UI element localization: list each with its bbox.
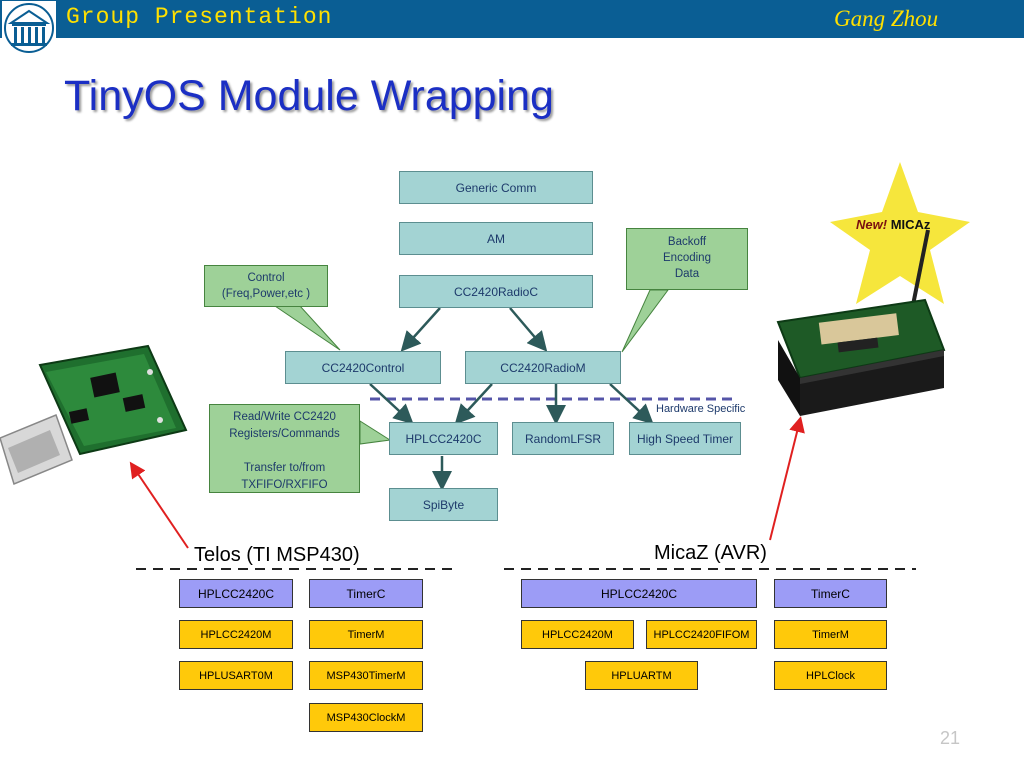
slide-title: TinyOS Module Wrapping	[64, 72, 554, 120]
telos-hplcc2420c-box: HPLCC2420C	[179, 579, 293, 608]
rw-note-line4: TXFIFO/RXFIFO	[241, 479, 328, 491]
micaz-hplcc2420fifom-box: HPLCC2420FIFOM	[646, 620, 757, 649]
telos-timerc-box: TimerC	[309, 579, 423, 608]
telos-board-image	[0, 344, 188, 486]
randomlfsr-box: RandomLFSR	[512, 422, 614, 455]
rw-note-line2: Registers/Commands	[229, 428, 340, 440]
backoff-note-line3: Data	[674, 268, 700, 280]
rw-note-line1: Read/Write CC2420	[233, 411, 336, 423]
spibyte-box: SpiByte	[389, 488, 498, 521]
header-bar	[0, 0, 1024, 38]
arrow-radioc-radiom	[509, 307, 548, 352]
telos-label: Telos (TI MSP430)	[194, 544, 360, 566]
micaz-timerc-box: TimerC	[774, 579, 887, 608]
backoff-note-line2: Encoding	[663, 252, 711, 264]
arrow-control-hpl	[369, 383, 414, 425]
control-note: Control (Freq,Power,etc )	[204, 265, 328, 307]
am-box: AM	[399, 222, 593, 255]
micaz-pointer-arrow	[769, 416, 805, 541]
rw-callout-pointer	[359, 420, 392, 445]
telos-timerm-box: TimerM	[309, 620, 423, 649]
control-note-line2: (Freq,Power,etc )	[221, 288, 311, 300]
hardware-specific-label: Hardware Specific	[656, 403, 746, 415]
arrow-radiom-hpl	[454, 383, 493, 425]
high-speed-timer-box: High Speed Timer	[629, 422, 741, 455]
micaz-hpluartm-box: HPLUARTM	[585, 661, 698, 690]
micaz-tag-name: MICAz	[890, 217, 931, 232]
rw-note-line3: Transfer to/from	[243, 462, 326, 474]
micaz-board-image	[776, 162, 970, 416]
hplcc2420c-box: HPLCC2420C	[389, 422, 498, 455]
page-number: 21	[940, 728, 961, 748]
control-callout-pointer	[273, 305, 341, 351]
telos-hplusart0m-box: HPLUSART0M	[179, 661, 293, 690]
cc2420radiom-box: CC2420RadioM	[465, 351, 621, 384]
presentation-title: Group Presentation	[66, 4, 333, 30]
telos-msp430clockm-box: MSP430ClockM	[309, 703, 423, 732]
micaz-timerm-box: TimerM	[774, 620, 887, 649]
cc2420radioc-box: CC2420RadioC	[399, 275, 593, 308]
telos-pointer-arrow	[129, 461, 189, 549]
backoff-callout-pointer	[621, 289, 669, 353]
telos-msp430timerm-box: MSP430TimerM	[309, 661, 423, 690]
backoff-note: Backoff Encoding Data	[626, 228, 748, 290]
university-logo	[2, 1, 56, 55]
telos-hplcc2420m-box: HPLCC2420M	[179, 620, 293, 649]
generic-comm-box: Generic Comm	[399, 171, 593, 204]
backoff-note-line1: Backoff	[667, 236, 707, 248]
arrow-radioc-control	[400, 307, 441, 352]
micaz-label: MicaZ (AVR)	[654, 542, 767, 564]
arrow-radiom-timer	[609, 383, 654, 425]
micaz-hplclock-box: HPLClock	[774, 661, 887, 690]
rw-note: Read/Write CC2420 Registers/Commands Tra…	[209, 404, 360, 493]
cc2420control-box: CC2420Control	[285, 351, 441, 384]
micaz-hplcc2420m-box: HPLCC2420M	[521, 620, 634, 649]
author-name: Gang Zhou	[834, 6, 939, 31]
control-note-line1: Control	[247, 272, 285, 284]
micaz-hplcc2420c-box: HPLCC2420C	[521, 579, 757, 608]
micaz-tag-new: New!	[856, 217, 888, 232]
micaz-tag: New! MICAz	[856, 217, 930, 232]
